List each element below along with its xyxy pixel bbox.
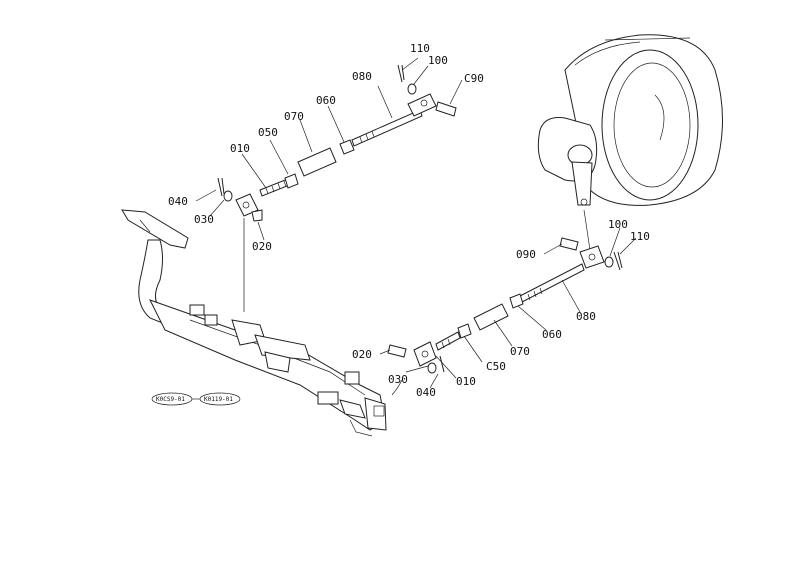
- label-upper-030: 030: [194, 213, 214, 226]
- upper-rod-assembly: [217, 64, 457, 222]
- label-lower-090: 090: [516, 248, 536, 261]
- label-upper-c90: C90: [464, 72, 484, 85]
- label-upper-080: 080: [352, 70, 372, 83]
- label-upper-050: 050: [258, 126, 278, 139]
- label-lower-020: 020: [352, 348, 372, 361]
- label-upper-020: 020: [252, 240, 272, 253]
- label-lower-080: 080: [576, 310, 596, 323]
- label-lower-070: 070: [510, 345, 530, 358]
- label-lower-010: 010: [456, 375, 476, 388]
- label-upper-100: 100: [428, 54, 448, 67]
- label-lower-040: 040: [416, 386, 436, 399]
- label-upper-070: 070: [284, 110, 304, 123]
- label-upper-110: 110: [410, 42, 430, 55]
- label-upper-060: 060: [316, 94, 336, 107]
- label-upper-010: 010: [230, 142, 250, 155]
- wheel-drum: [537, 34, 723, 251]
- lower-rod-assembly: [387, 237, 623, 374]
- upper-callout-labels: 110 100 C90 080 060 070 050 010 040 030 …: [168, 42, 484, 253]
- label-lower-030: 030: [388, 373, 408, 386]
- label-upper-040: 040: [168, 195, 188, 208]
- lower-callout-labels: 100 110 090 080 060 070 C50 010 020 030 …: [352, 218, 650, 399]
- label-lower-c50: C50: [486, 360, 506, 373]
- callout-leaders: [195, 57, 637, 389]
- code-right: K0119-01: [204, 396, 233, 403]
- label-lower-110: 110: [630, 230, 650, 243]
- label-lower-060: 060: [542, 328, 562, 341]
- label-lower-100: 100: [608, 218, 628, 231]
- pedal-frame: [121, 209, 403, 437]
- code-left: K0CS9-01: [156, 396, 185, 403]
- drawing-codes: K0CS9-01 K0119-01: [151, 392, 241, 406]
